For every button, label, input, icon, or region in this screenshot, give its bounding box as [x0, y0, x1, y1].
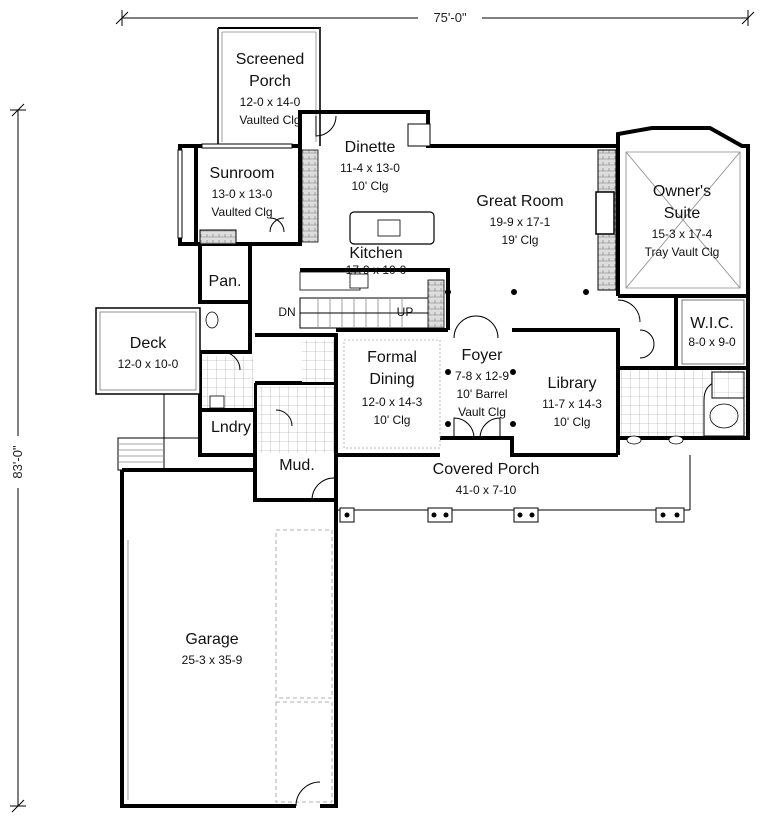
fireplaces — [199, 149, 617, 291]
covered-porch-area — [336, 455, 691, 523]
pantry-name: Pan. — [209, 273, 242, 290]
deck-area — [95, 307, 201, 471]
room-laundry: Lndry — [211, 419, 251, 436]
room-wic: W.I.C. 8-0 x 9-0 — [688, 315, 736, 349]
room-deck: Deck 12-0 x 10-0 — [118, 335, 179, 371]
main-stairs — [299, 279, 445, 329]
depth-dimension: 83'-0" — [10, 445, 25, 479]
great-room-ceiling: 19' Clg — [502, 233, 539, 247]
library-size: 11-7 x 14-3 — [542, 397, 602, 411]
room-screened-porch: Screened Porch 12-0 x 14-0 Vaulted Clg — [236, 51, 305, 127]
owners-suite-ceiling: Tray Vault Clg — [645, 245, 720, 259]
garage-walls — [120, 468, 338, 808]
dinette-ceiling: 10' Clg — [352, 179, 389, 193]
screened-porch-area — [217, 27, 321, 146]
mud-name: Mud. — [279, 457, 315, 474]
room-pantry: Pan. — [209, 273, 242, 290]
deck-name: Deck — [130, 335, 167, 352]
stairs-up-label: UP — [397, 305, 414, 319]
deck-size: 12-0 x 10-0 — [118, 357, 179, 371]
room-formal-dining: Formal Dining 12-0 x 14-3 10' Clg — [362, 349, 423, 427]
library-ceiling: 10' Clg — [554, 415, 591, 429]
sunroom-windows — [177, 143, 293, 239]
foyer-size: 7-8 x 12-9 — [455, 369, 509, 383]
great-room-name: Great Room — [476, 193, 563, 210]
sunroom-name: Sunroom — [210, 165, 275, 182]
sunroom-ceiling: Vaulted Clg — [211, 205, 272, 219]
interior-walls — [200, 146, 748, 455]
tray-ceiling-outline — [625, 151, 745, 365]
dinette-name: Dinette — [345, 139, 396, 156]
dinette-size: 11-4 x 13-0 — [340, 161, 400, 175]
room-garage: Garage 25-3 x 35-9 — [182, 631, 243, 667]
screened-porch-name-1: Screened — [236, 51, 305, 68]
wic-name: W.I.C. — [690, 315, 734, 332]
laundry-name: Lndry — [211, 419, 251, 436]
room-library: Library 11-7 x 14-3 10' Clg — [542, 375, 602, 429]
room-kitchen: Kitchen 17-9 x 10-0 — [346, 245, 407, 277]
deck-stairs — [117, 437, 165, 471]
door-swings — [221, 115, 655, 501]
room-owners-suite: Owner's Suite 15-3 x 17-4 Tray Vault Clg — [645, 183, 720, 259]
room-dinette: Dinette 11-4 x 13-0 10' Clg — [340, 139, 400, 193]
room-foyer: Foyer 7-8 x 12-9 10' Barrel Vault Clg — [455, 347, 509, 419]
stair-labels: DN UP — [278, 305, 413, 319]
sunroom-size: 13-0 x 13-0 — [212, 187, 273, 201]
library-name: Library — [548, 375, 597, 392]
room-covered-porch: Covered Porch 41-0 x 7-10 — [433, 461, 540, 497]
formal-dining-name-2: Dining — [369, 371, 414, 388]
garage-name: Garage — [185, 631, 238, 648]
foyer-name: Foyer — [462, 347, 504, 364]
wic-size: 8-0 x 9-0 — [688, 335, 736, 349]
room-great-room: Great Room 19-9 x 17-1 19' Clg — [476, 193, 563, 247]
screened-porch-size: 12-0 x 14-0 — [240, 95, 301, 109]
stairs-down-label: DN — [278, 305, 295, 319]
width-dimension: 75'-0" — [433, 10, 467, 25]
owners-suite-name-1: Owner's — [653, 183, 711, 200]
screened-porch-ceiling: Vaulted Clg — [239, 113, 300, 127]
bath-fixtures — [205, 311, 745, 445]
foyer-ceiling-1: 10' Barrel — [457, 387, 508, 401]
owners-suite-name-2: Suite — [664, 205, 701, 222]
formal-dining-size: 12-0 x 14-3 — [362, 395, 423, 409]
kitchen-size: 17-9 x 10-0 — [346, 263, 407, 277]
formal-dining-ceiling: 10' Clg — [374, 413, 411, 427]
screened-porch-name-2: Porch — [249, 73, 291, 90]
kitchen-fixtures — [299, 123, 435, 291]
covered-porch-name: Covered Porch — [433, 461, 540, 478]
foyer-ceiling-2: Vault Clg — [458, 405, 506, 419]
great-room-size: 19-9 x 17-1 — [490, 215, 551, 229]
room-sunroom: Sunroom 13-0 x 13-0 Vaulted Clg — [210, 165, 275, 219]
kitchen-name: Kitchen — [349, 245, 402, 262]
formal-dining-detail — [343, 289, 589, 449]
formal-dining-name-1: Formal — [367, 349, 417, 366]
covered-porch-size: 41-0 x 7-10 — [456, 483, 517, 497]
garage-size: 25-3 x 35-9 — [182, 653, 243, 667]
room-mud: Mud. — [279, 457, 315, 474]
owners-suite-size: 15-3 x 17-4 — [652, 227, 713, 241]
